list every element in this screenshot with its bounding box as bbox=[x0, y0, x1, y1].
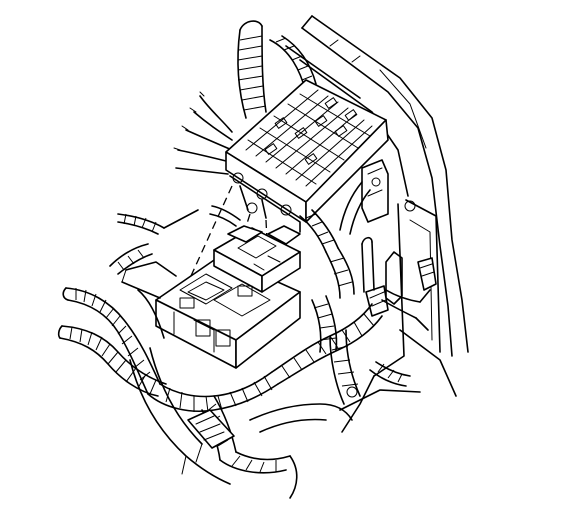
fuse-grid bbox=[245, 89, 373, 187]
fuse-relay-block bbox=[225, 79, 389, 233]
relay-connector-assembly bbox=[121, 225, 301, 369]
inline-connector bbox=[365, 257, 437, 317]
wiring-harness bbox=[57, 209, 199, 397]
wiring-harness bbox=[271, 181, 431, 405]
side-bracket bbox=[361, 159, 403, 305]
wiring-harness bbox=[147, 371, 291, 474]
wiring-harness bbox=[237, 20, 317, 119]
inner-fender-panel bbox=[285, 15, 469, 433]
lower-frame bbox=[129, 347, 353, 499]
wiring-harness bbox=[173, 91, 241, 227]
